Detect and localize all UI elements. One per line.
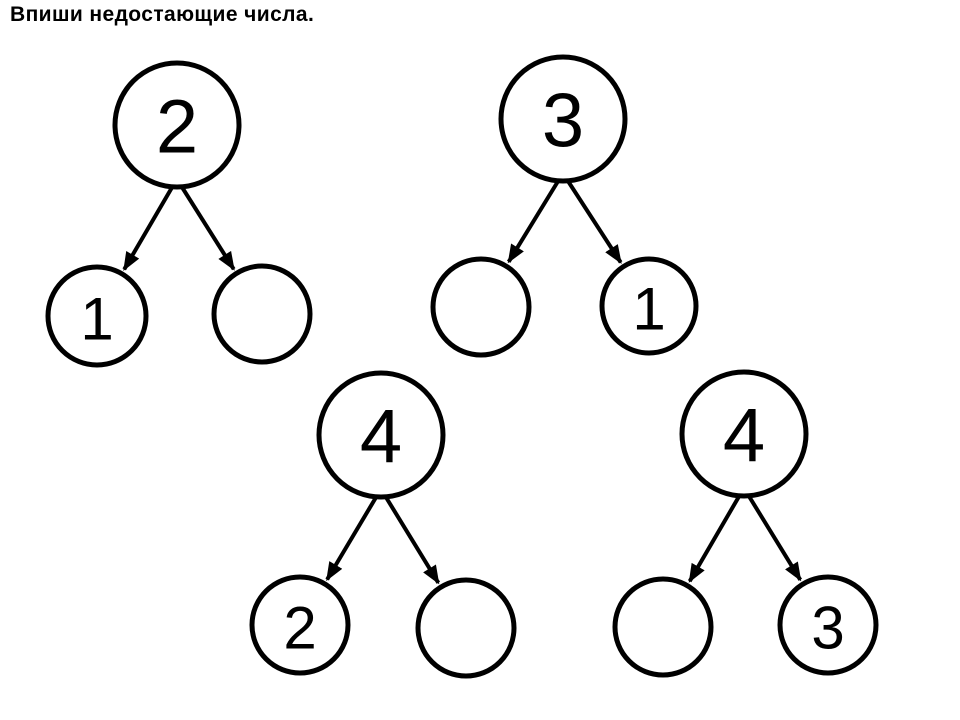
- answer-circle-left[interactable]: [430, 256, 532, 358]
- bond-4-equals-blank-plus-3: 43: [612, 369, 879, 678]
- answer-circle-right[interactable]: [415, 577, 517, 679]
- answer-circle-right[interactable]: [211, 263, 313, 365]
- child-circle-right: [777, 574, 879, 676]
- answer-circle-left[interactable]: [612, 576, 714, 678]
- root-circle: [498, 54, 628, 184]
- bond-3-equals-blank-plus-1: 31: [430, 54, 699, 358]
- branch-arrow-left-icon: [506, 176, 562, 264]
- root-value: 3: [542, 78, 584, 163]
- child-circle-left: [249, 574, 351, 676]
- root-circle: [112, 60, 242, 190]
- branch-arrow-left-icon: [325, 492, 380, 582]
- branch-arrow-right-icon: [178, 182, 236, 271]
- bond-2-equals-1-plus-blank: 21: [45, 60, 313, 368]
- child-value-left: 2: [283, 595, 316, 662]
- child-value-left: 1: [80, 286, 113, 353]
- child-circle-left: [45, 264, 149, 368]
- root-value: 4: [723, 393, 765, 478]
- branch-arrow-right-icon: [564, 176, 623, 264]
- worksheet-title: Впиши недостающие числа.: [10, 3, 315, 26]
- root-circle: [316, 370, 446, 500]
- branch-arrow-right-icon: [382, 492, 441, 585]
- root-circle: [679, 369, 809, 499]
- branch-arrow-left-icon: [122, 182, 176, 271]
- bond-4-equals-2-plus-blank: 42: [249, 370, 517, 679]
- branch-arrow-right-icon: [745, 491, 802, 582]
- child-circle-right: [599, 256, 699, 356]
- root-value: 4: [360, 394, 402, 479]
- child-value-right: 1: [632, 276, 665, 343]
- child-value-right: 3: [811, 595, 844, 662]
- branch-arrow-left-icon: [687, 491, 743, 583]
- root-value: 2: [156, 84, 198, 169]
